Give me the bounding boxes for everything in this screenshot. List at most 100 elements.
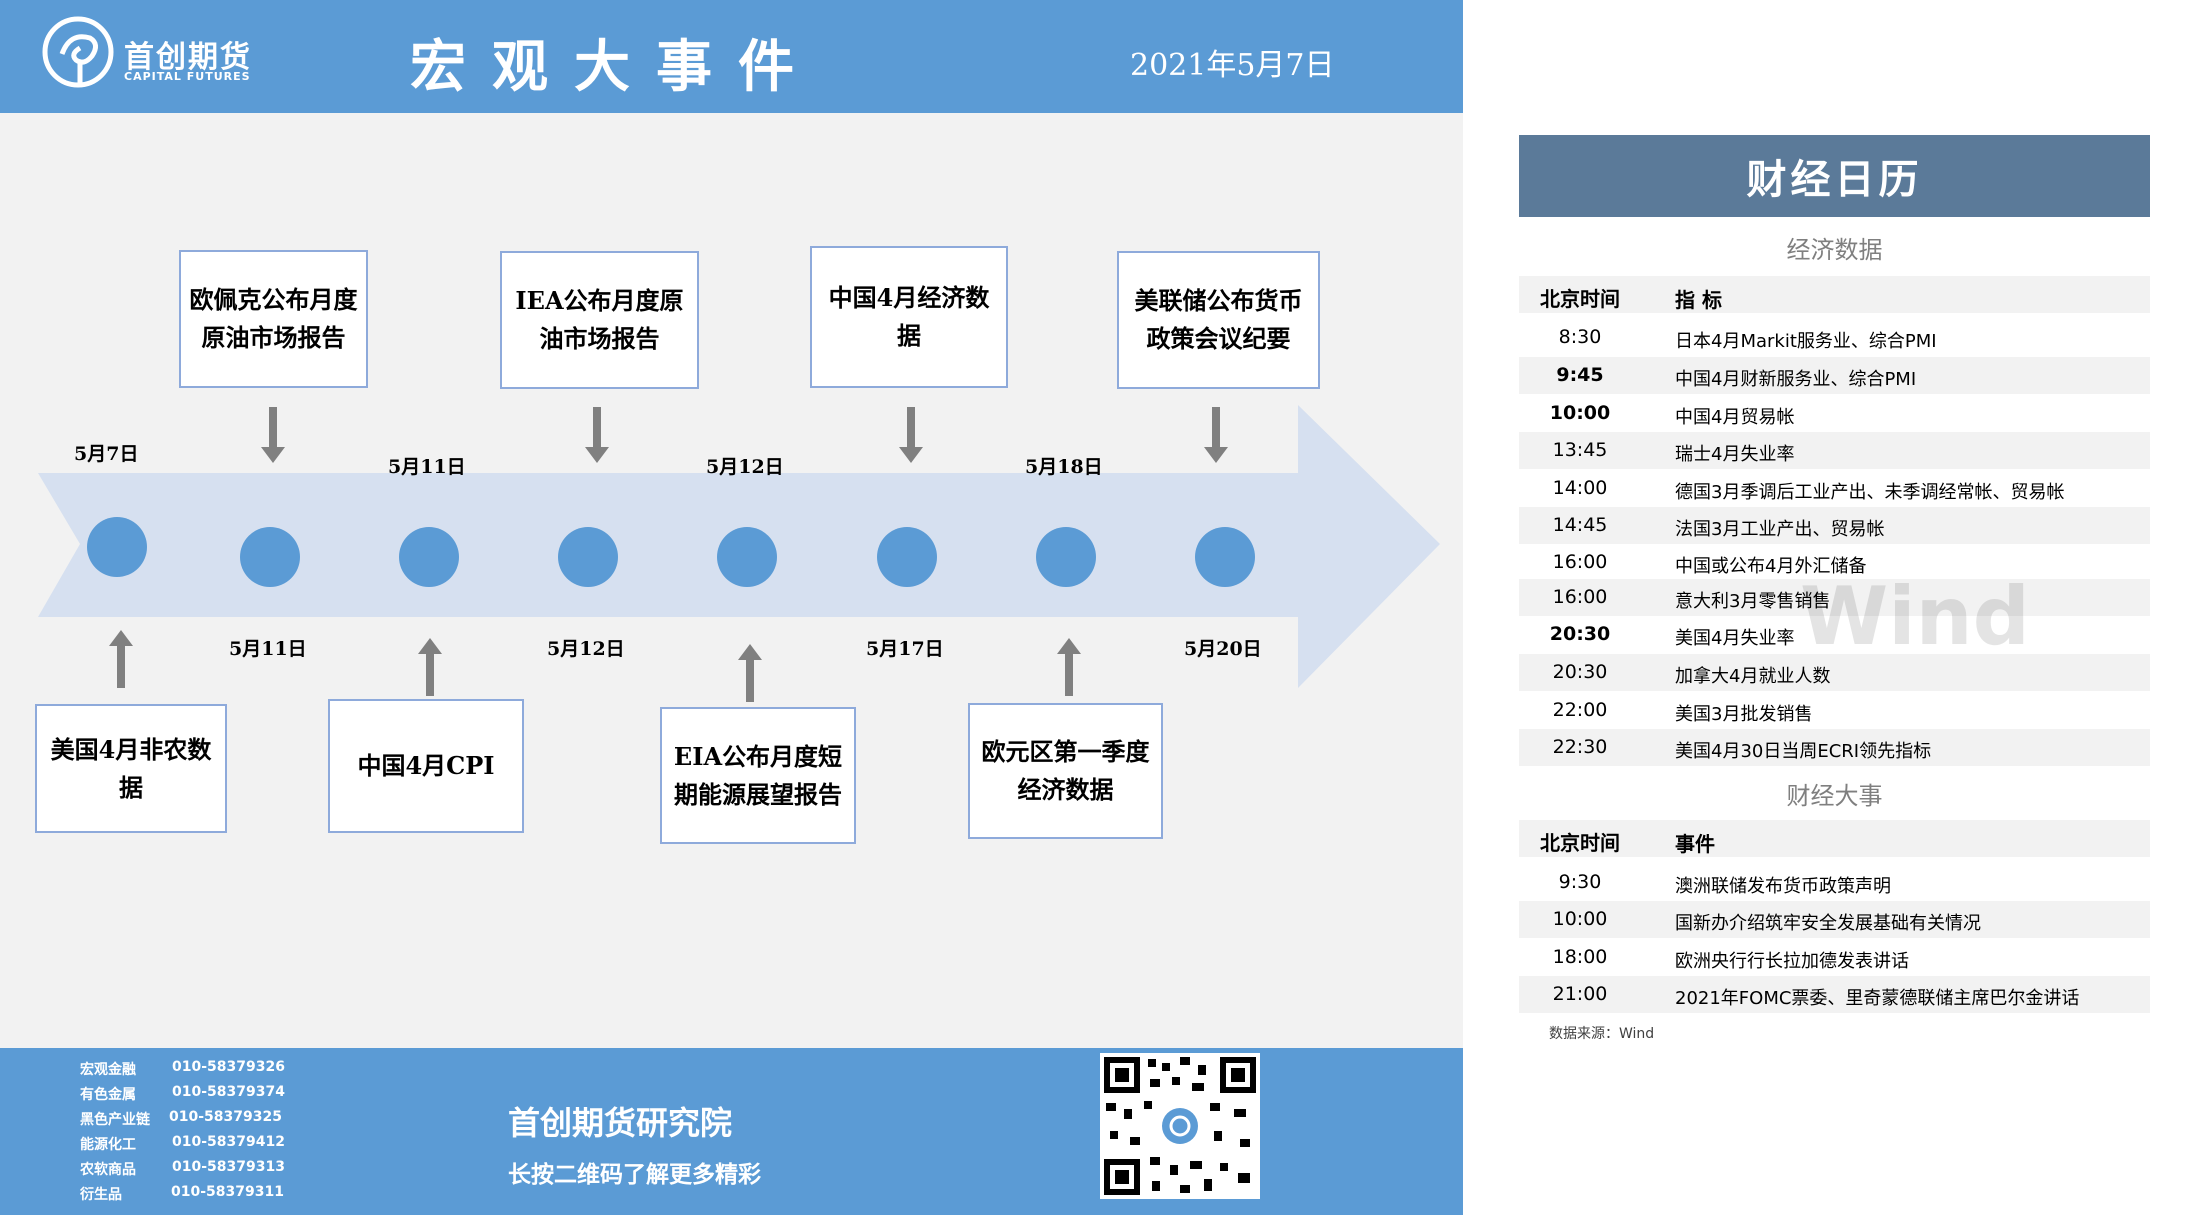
- contact-dept: 能源化工: [80, 1137, 136, 1153]
- timeline-dot: [87, 517, 147, 577]
- date-label: 5月11日: [388, 456, 466, 478]
- event-box: 美联储公布货币政策会议纪要: [1117, 251, 1320, 389]
- row-indicator: 加拿大4月就业人数: [1675, 666, 1831, 687]
- arrow-down-icon: [261, 407, 285, 463]
- event-box: 欧元区第一季度经济数据: [968, 703, 1163, 839]
- table-row: 20:30 美国4月失业率: [1519, 616, 2150, 653]
- timeline-dot: [558, 527, 618, 587]
- row-time: 20:30: [1549, 623, 1611, 645]
- institute-name: 首创期货研究院: [508, 1104, 733, 1142]
- table-header-row: 北京时间 事件: [1519, 820, 2150, 857]
- contact-phone: 010-58379326: [172, 1059, 285, 1075]
- row-indicator: 瑞士4月失业率: [1675, 444, 1795, 465]
- row-time: 13:45: [1552, 439, 1608, 461]
- table-row: 22:30 美国4月30日当周ECRI领先指标: [1519, 729, 2150, 766]
- timeline-dot: [240, 527, 300, 587]
- row-indicator: 中国4月贸易帐: [1675, 407, 1795, 428]
- contact-dept: 衍生品: [80, 1187, 122, 1203]
- date-label: 5月12日: [547, 638, 625, 660]
- date-label: 5月17日: [866, 638, 944, 660]
- col-time-header: 北京时间: [1540, 287, 1620, 311]
- row-event: 澳洲联储发布货币政策声明: [1675, 876, 1891, 897]
- data-source: 数据来源：Wind: [1549, 1026, 1655, 1042]
- row-indicator: 美国3月批发销售: [1675, 704, 1813, 725]
- row-time: 18:00: [1552, 946, 1608, 968]
- event-box: 美国4月非农数据: [35, 704, 227, 833]
- row-indicator: 美国4月失业率: [1675, 628, 1795, 649]
- contact-phone: 010-58379325: [169, 1109, 282, 1125]
- table-row: 10:00 中国4月贸易帐: [1519, 395, 2150, 432]
- row-event: 欧洲央行行长拉加德发表讲话: [1675, 951, 1909, 972]
- contact-phone: 010-58379313: [172, 1159, 285, 1175]
- row-time: 10:00: [1552, 908, 1608, 930]
- contact-phone: 010-58379374: [172, 1084, 285, 1100]
- contact-row: 衍生品 010-58379311: [80, 1184, 284, 1204]
- contact-row: 宏观金融 010-58379326: [80, 1059, 285, 1079]
- table-row: 14:45 法国3月工业产出、贸易帐: [1519, 507, 2150, 544]
- date-label: 5月12日: [706, 456, 784, 478]
- watermark: Wind: [1800, 570, 2030, 663]
- calendar-title: 财经日历: [1519, 135, 2150, 217]
- events-section-title: 财经大事: [1786, 782, 1883, 810]
- contact-row: 能源化工 010-58379412: [80, 1134, 285, 1154]
- row-time: 22:30: [1552, 736, 1608, 758]
- logo-icon: [42, 16, 114, 88]
- table-header-row: 北京时间指 标: [1519, 276, 2150, 313]
- arrow-up-icon: [109, 630, 133, 688]
- row-time: 20:30: [1552, 661, 1608, 683]
- event-box: 欧佩克公布月度原油市场报告: [179, 250, 368, 388]
- arrow-up-icon: [738, 644, 762, 702]
- page-title: 宏观大事件: [410, 34, 820, 100]
- logo-subtext: CAPITAL FUTURES: [124, 70, 251, 83]
- row-indicator: 意大利3月零售销售: [1675, 591, 1831, 612]
- timeline-dot: [1036, 527, 1096, 587]
- timeline-dot: [1195, 527, 1255, 587]
- date-label: 5月7日: [74, 443, 139, 465]
- table-row: 22:00 美国3月批发销售: [1519, 692, 2150, 729]
- row-indicator: 中国或公布4月外汇储备: [1675, 556, 1867, 577]
- logo-text: 首创期货: [124, 40, 252, 75]
- row-time: 16:00: [1552, 586, 1608, 608]
- row-time: 8:30: [1558, 326, 1602, 348]
- arrow-up-icon: [1057, 638, 1081, 696]
- date-label: 5月18日: [1025, 456, 1103, 478]
- row-time: 9:45: [1556, 364, 1604, 386]
- contact-dept: 宏观金融: [80, 1062, 136, 1078]
- row-time: 14:45: [1552, 514, 1608, 536]
- timeline-dot: [877, 527, 937, 587]
- event-box: 中国4月CPI: [328, 699, 524, 833]
- row-indicator: 德国3月季调后工业产出、未季调经常帐、贸易帐: [1675, 482, 2065, 503]
- arrow-down-icon: [585, 407, 609, 463]
- report-date: 2021年5月7日: [1130, 48, 1335, 83]
- contact-phone: 010-58379311: [171, 1184, 284, 1200]
- qr-hint: 长按二维码了解更多精彩: [508, 1162, 761, 1188]
- row-time: 14:00: [1552, 477, 1608, 499]
- row-indicator: 中国4月财新服务业、综合PMI: [1675, 369, 1917, 390]
- econ-section-title: 经济数据: [1786, 236, 1883, 264]
- col-time-header: 北京时间: [1540, 831, 1620, 855]
- row-time: 10:00: [1549, 402, 1611, 424]
- arrow-up-icon: [418, 638, 442, 696]
- table-row: 16:00 意大利3月零售销售: [1519, 579, 2150, 616]
- row-time: 22:00: [1552, 699, 1608, 721]
- contact-phone: 010-58379412: [172, 1134, 285, 1150]
- col-event-header: 事件: [1675, 832, 1715, 856]
- table-row: 9:30 澳洲联储发布货币政策声明: [1519, 864, 2150, 901]
- arrow-down-icon: [1204, 407, 1228, 463]
- arrow-down-icon: [899, 407, 923, 463]
- timeline-dot: [717, 527, 777, 587]
- row-event: 2021年FOMC票委、里奇蒙德联储主席巴尔金讲话: [1675, 988, 2080, 1009]
- contact-dept: 黑色产业链: [80, 1112, 150, 1128]
- row-indicator: 美国4月30日当周ECRI领先指标: [1675, 741, 1932, 762]
- contact-dept: 有色金属: [80, 1087, 136, 1103]
- qr-code-icon[interactable]: [1100, 1053, 1260, 1199]
- row-time: 9:30: [1558, 871, 1602, 893]
- contact-dept: 农软商品: [80, 1162, 136, 1178]
- table-row: 20:30 加拿大4月就业人数: [1519, 654, 2150, 691]
- row-indicator: 法国3月工业产出、贸易帐: [1675, 519, 1885, 540]
- event-box: 中国4月经济数据: [810, 246, 1008, 388]
